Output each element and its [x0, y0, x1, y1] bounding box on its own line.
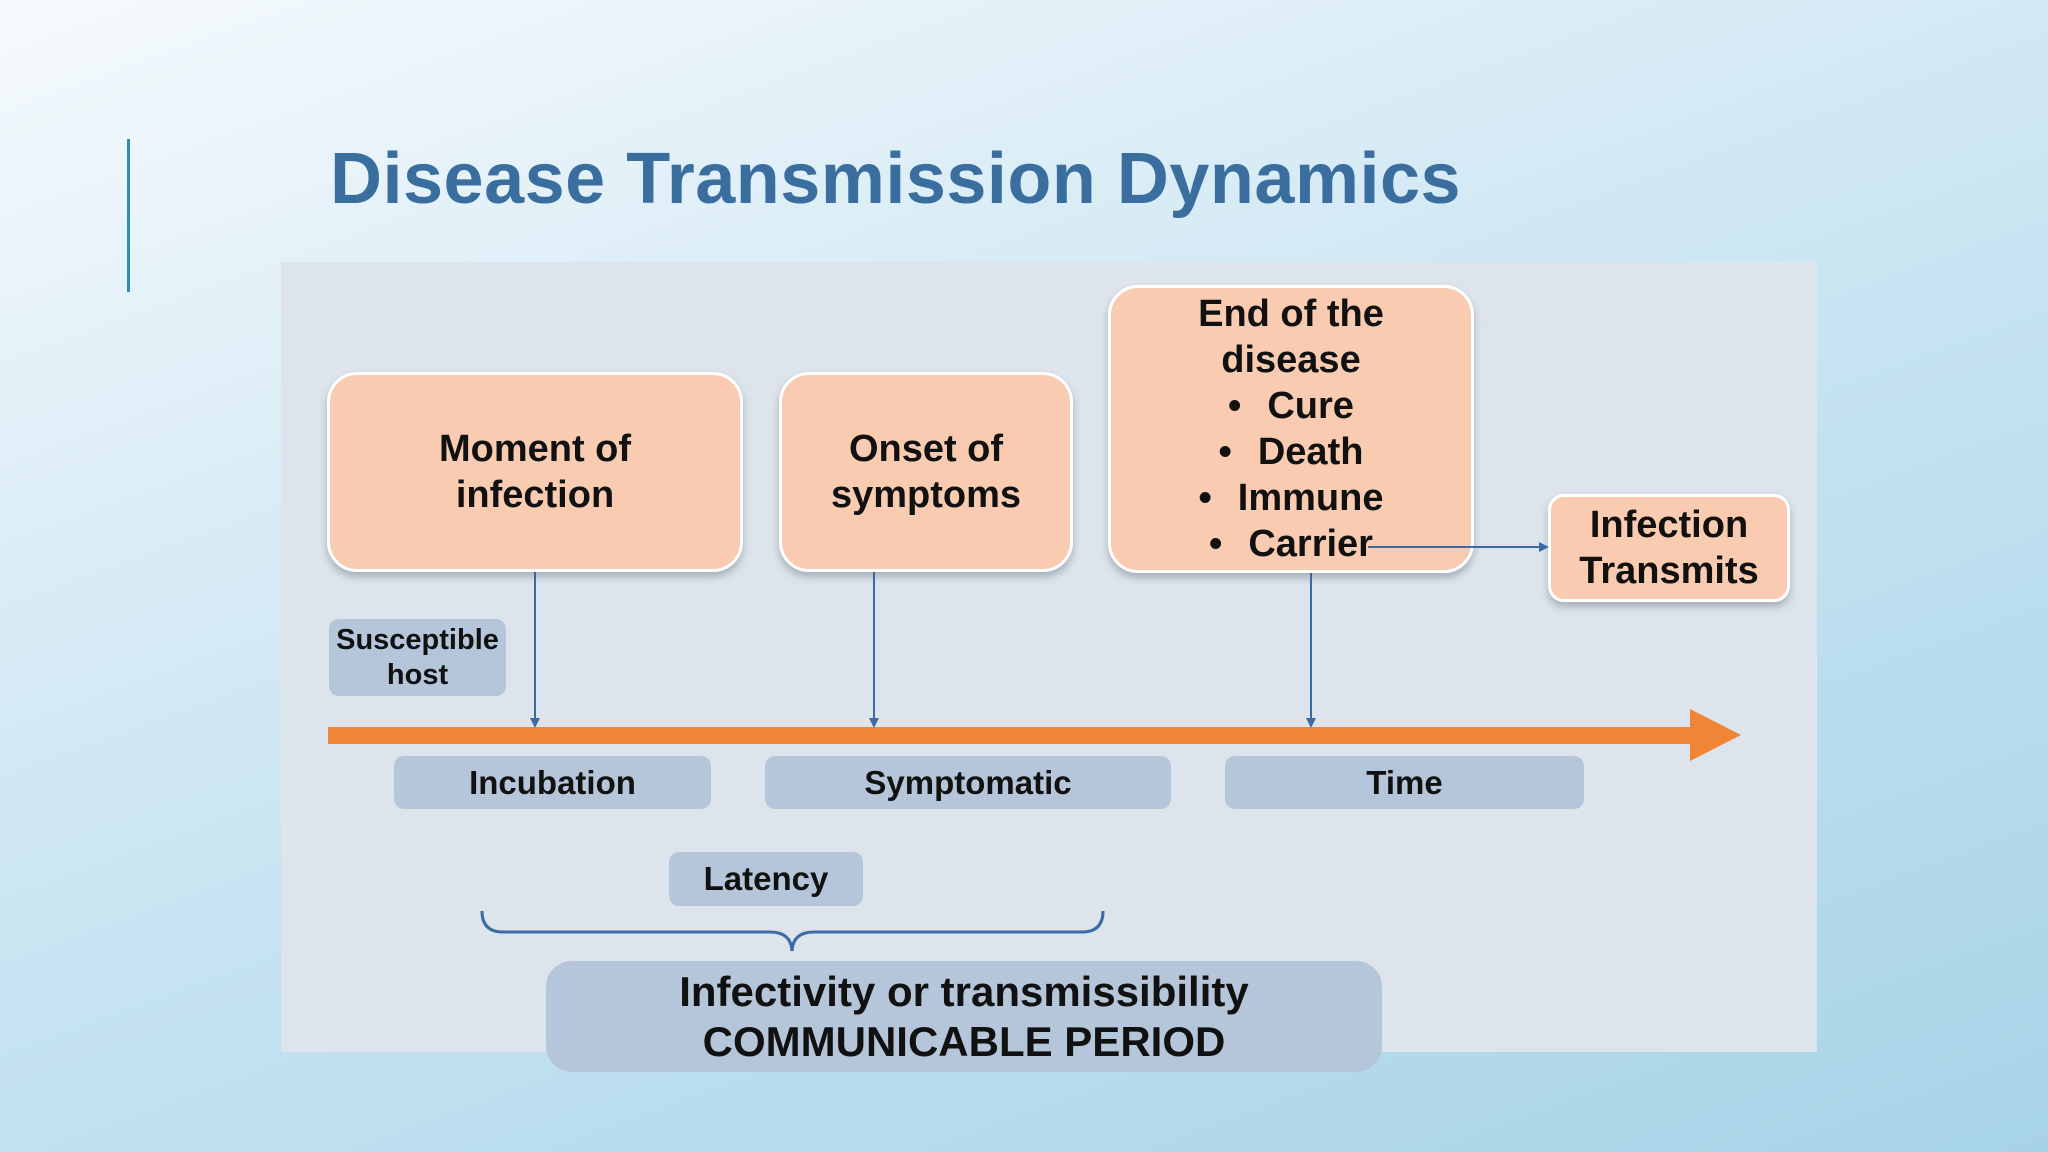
slide-title: Disease Transmission Dynamics: [330, 139, 1462, 219]
latency-label: Latency: [669, 852, 863, 906]
communicable-period-line1: Infectivity or transmissibility: [679, 967, 1249, 1015]
outcome-cure: Cure: [1198, 383, 1383, 429]
moment-of-infection-box: Moment of infection: [327, 372, 743, 572]
outcome-immune: Immune: [1198, 475, 1384, 521]
onset-of-symptoms-line1: Onset of: [848, 428, 1004, 470]
symptomatic-label: Symptomatic: [765, 756, 1171, 809]
moment-of-infection-line2: infection: [455, 474, 615, 516]
communicable-period-label: Infectivity or transmissibility COMMUNIC…: [546, 961, 1382, 1072]
susceptible-host-line1: Susceptible: [336, 623, 499, 656]
onset-of-symptoms-box: Onset of symptoms: [779, 372, 1073, 572]
time-label: Time: [1225, 756, 1584, 809]
infection-transmits-line2: Transmits: [1579, 550, 1759, 592]
end-of-disease-line2: disease: [1221, 339, 1361, 381]
onset-of-symptoms-line2: symptoms: [830, 474, 1022, 516]
infection-transmits-line1: Infection: [1589, 504, 1749, 546]
susceptible-host-line2: host: [386, 658, 449, 691]
infection-transmits-box: Infection Transmits: [1548, 494, 1790, 602]
disease-outcomes-list: Cure Death Immune Carrier: [1198, 383, 1384, 567]
outcome-death: Death: [1198, 429, 1383, 475]
moment-of-infection-line1: Moment of: [438, 428, 632, 470]
communicable-period-line2: COMMUNICABLE PERIOD: [702, 1017, 1226, 1065]
outcome-carrier: Carrier: [1198, 521, 1383, 567]
incubation-label: Incubation: [394, 756, 711, 809]
end-of-disease-line1: End of the: [1198, 293, 1384, 335]
susceptible-host-label: Susceptible host: [329, 619, 506, 696]
end-of-disease-box: End of the disease Cure Death Immune Car…: [1108, 285, 1474, 573]
title-accent-bar: [127, 139, 130, 292]
